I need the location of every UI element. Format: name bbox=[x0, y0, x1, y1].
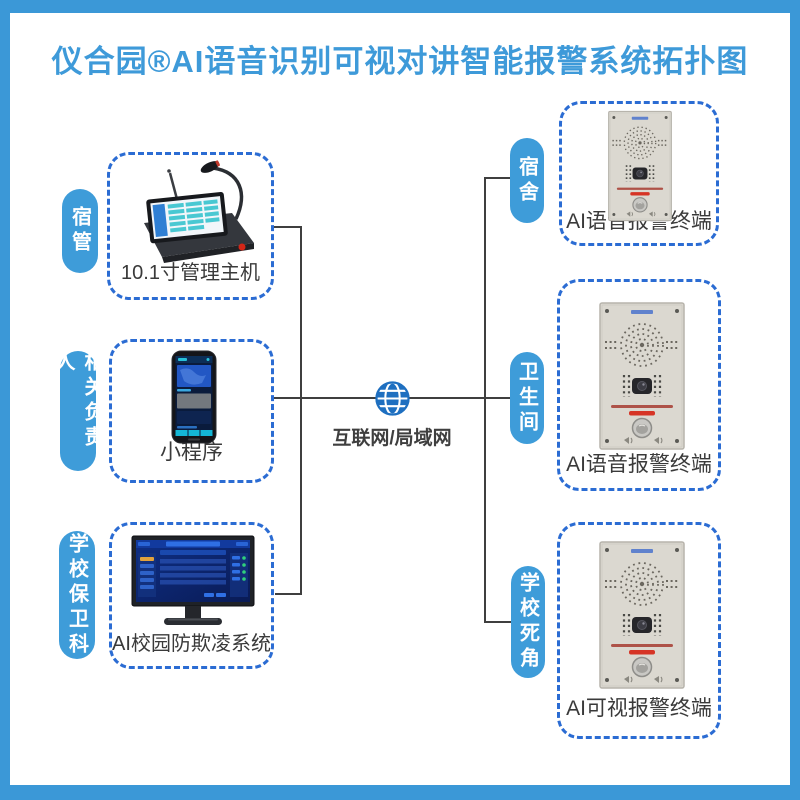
device-caption: 小程序 bbox=[160, 441, 223, 464]
device-box-voice-terminal-bathroom: AI语音报警终端 bbox=[557, 279, 721, 491]
device-box-management-host: 10.1寸管理主机 bbox=[107, 152, 274, 300]
wire-left-top bbox=[274, 226, 302, 228]
alarm-panel-icon bbox=[598, 300, 686, 452]
monitor-dashboard-icon bbox=[131, 535, 255, 625]
device-box-mini-program: 小程序 bbox=[109, 339, 274, 483]
role-pill-school-security: 学校保卫科 bbox=[59, 531, 95, 659]
network-label: 互联网/局域网 bbox=[332, 428, 452, 449]
device-box-anti-bullying-system: AI校园防欺凌系统 bbox=[109, 522, 274, 669]
wire-right-bus bbox=[484, 177, 486, 623]
location-pill-blind-spot: 学校死角 bbox=[511, 566, 545, 678]
location-pill-bathroom: 卫生间 bbox=[510, 352, 544, 444]
device-caption: AI语音报警终端 bbox=[566, 453, 712, 476]
location-pill-label: 学校死角 bbox=[516, 572, 539, 672]
location-pill-dormitory: 宿舍 bbox=[510, 138, 544, 223]
page-title: 仪合园®AI语音识别可视对讲智能报警系统拓扑图 bbox=[51, 44, 749, 79]
alarm-panel-icon bbox=[607, 110, 673, 222]
device-caption: AI校园防欺凌系统 bbox=[112, 633, 271, 655]
role-pill-label: 相关负责人 bbox=[52, 351, 103, 451]
location-pill-label: 宿舍 bbox=[515, 155, 538, 206]
alarm-panel-icon bbox=[592, 540, 692, 690]
device-caption: AI语音报警终端 bbox=[566, 210, 712, 233]
role-pill-responsible-person: 相关负责人 bbox=[52, 351, 103, 471]
device-caption: AI可视报警终端 bbox=[566, 697, 712, 720]
role-pill-dorm-manager: 宿管 bbox=[62, 189, 98, 273]
device-caption: 10.1寸管理主机 bbox=[121, 262, 260, 284]
role-pill-label: 学校保卫科 bbox=[65, 532, 88, 658]
device-box-video-terminal-blind-spot: AI可视报警终端 bbox=[557, 522, 721, 739]
wire-left-bottom bbox=[275, 593, 302, 595]
wire-right-top bbox=[484, 177, 510, 179]
role-pill-label: 宿管 bbox=[68, 206, 91, 256]
smartphone-app-icon bbox=[171, 350, 217, 444]
location-pill-label: 卫生间 bbox=[515, 360, 538, 436]
intercom-console-icon bbox=[144, 160, 254, 263]
device-box-voice-terminal-dorm: AI语音报警终端 bbox=[559, 101, 719, 246]
globe-icon bbox=[375, 381, 410, 416]
wire-left-bus bbox=[300, 226, 302, 594]
wire-right-bottom bbox=[484, 621, 511, 623]
